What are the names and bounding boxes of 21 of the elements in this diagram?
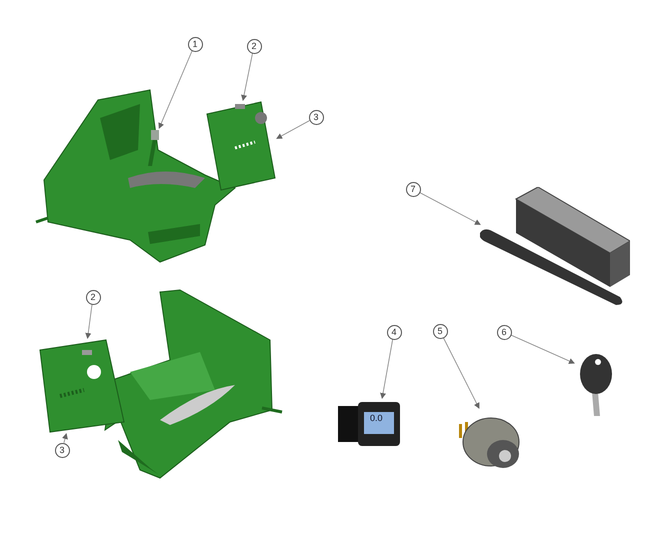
- callout-number: 3: [54, 442, 70, 458]
- leader-line: [62, 433, 68, 444]
- leader-line: [510, 334, 575, 364]
- callout-number: 6: [496, 324, 512, 340]
- callout-number: 5: [432, 324, 448, 338]
- display-reading: 0.0: [370, 414, 383, 423]
- leader-line: [276, 120, 310, 139]
- leader-line: [419, 192, 481, 225]
- leader-line: [442, 337, 480, 409]
- bracket-drawing: [480, 187, 630, 305]
- callout-number: 3: [308, 110, 324, 124]
- leader-line: [380, 338, 394, 399]
- leader-line: [85, 304, 92, 339]
- callout-number: 4: [386, 324, 402, 340]
- callout-number: 2: [86, 290, 100, 304]
- tank-panel-drawing: [205, 100, 277, 192]
- leader-line: [158, 50, 192, 129]
- callout-number: 7: [406, 182, 420, 196]
- callout-number: 1: [188, 36, 202, 52]
- callout-number: 2: [246, 38, 262, 54]
- leader-line: [241, 52, 253, 101]
